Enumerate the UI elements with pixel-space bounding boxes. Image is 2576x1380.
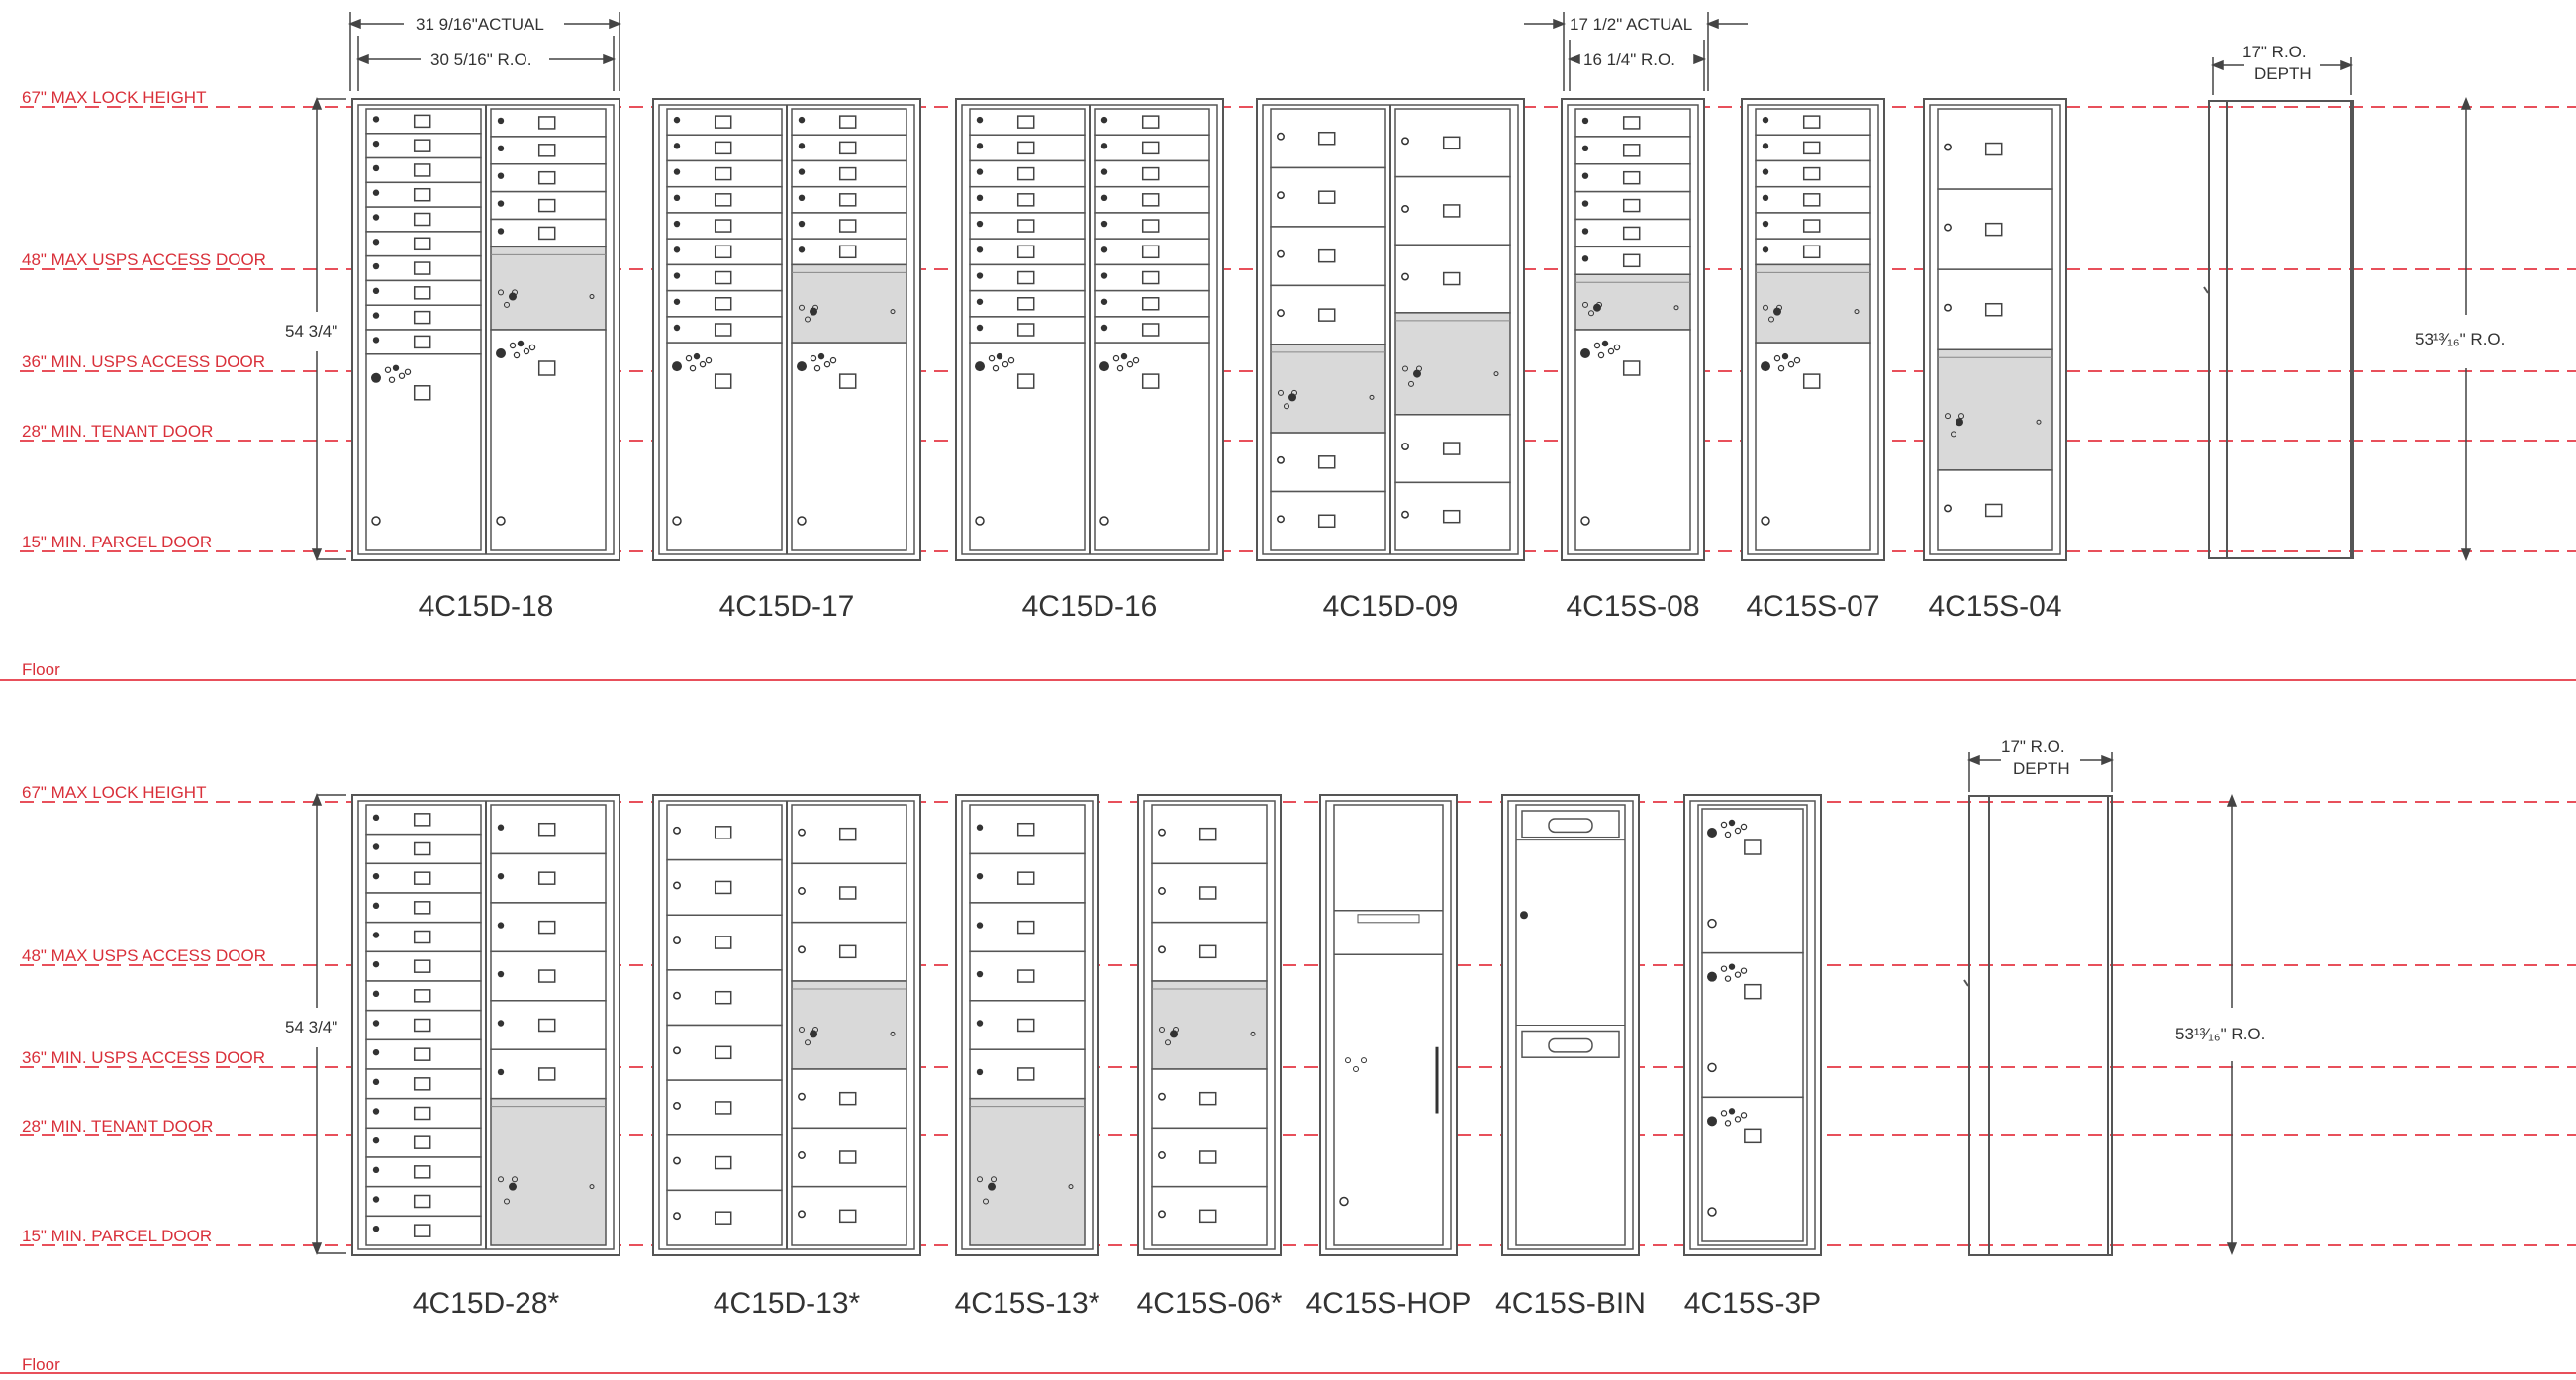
module-label: 4C15S-BIN (1495, 1287, 1646, 1320)
module-4c15d-18 (351, 98, 620, 561)
ref-label-28: 28" MIN. TENANT DOOR (22, 1117, 213, 1135)
dim-height-row1: 54 3/4" (285, 322, 337, 341)
module-label: 4C15D-17 (719, 590, 855, 623)
module-4c15s-07 (1741, 98, 1885, 561)
ref-label-15: 15" MIN. PARCEL DOOR (22, 533, 212, 551)
module-label: 4C15S-08 (1566, 590, 1699, 623)
module-label: 4C15S-13* (955, 1287, 1100, 1320)
dim-single-actual: 17 1/2" ACTUAL (1570, 15, 1692, 34)
ref-label-36: 36" MIN. USPS ACCESS DOOR (22, 1048, 265, 1067)
module-4c15d-16 (955, 98, 1224, 561)
module-label: 4C15D-13* (714, 1287, 861, 1320)
dim-double-actual: 31 9/16"ACTUAL (416, 15, 544, 34)
ref-label-15: 15" MIN. PARCEL DOOR (22, 1227, 212, 1245)
module-label: 4C15S-3P (1684, 1287, 1821, 1320)
module-label: 4C15D-28* (413, 1287, 560, 1320)
module-4c15s-04 (1923, 98, 2067, 561)
dimension-labels: 31 9/16"ACTUAL 30 5/16" R.O. 17 1/2" ACT… (285, 15, 2505, 1043)
module-label: 4C15D-16 (1022, 590, 1158, 623)
floor-label-1: Floor (22, 660, 60, 679)
dim-depth-top-row2: 17" R.O. (2001, 738, 2065, 756)
module-4c15d-17 (652, 98, 921, 561)
module-labels: 4C15D-18 4C15D-17 4C15D-16 4C15D-09 4C15S-08… (413, 590, 2062, 1320)
dim-depth-bottom-row2: DEPTH (2013, 759, 2070, 778)
dim-depth-bottom-row1: DEPTH (2254, 64, 2312, 83)
module-4c15s-13- (955, 794, 1099, 1256)
module-4c15d-28- (351, 794, 620, 1256)
module-4c15d-13- (652, 794, 921, 1256)
mailbox-modules (351, 98, 2067, 1256)
side-elevation-row1 (2203, 100, 2354, 559)
dim-double-ro: 30 5/16" R.O. (430, 50, 531, 69)
ref-label-36: 36" MIN. USPS ACCESS DOOR (22, 352, 265, 371)
module-4c15s-06- (1137, 794, 1282, 1256)
module-4c15s-bin (1501, 794, 1640, 1256)
dim-depth-top-row1: 17" R.O. (2242, 43, 2307, 61)
module-label: 4C15D-18 (419, 590, 554, 623)
module-label: 4C15D-09 (1323, 590, 1459, 623)
side-elevation-row2 (1963, 795, 2113, 1256)
ref-label-28: 28" MIN. TENANT DOOR (22, 422, 213, 441)
dim-side-ro-row2: 53¹³⁄₁₆" R.O. (2175, 1025, 2265, 1043)
module-4c15s-hop (1319, 794, 1458, 1256)
dim-single-ro: 16 1/4" R.O. (1583, 50, 1675, 69)
ref-label-67: 67" MAX LOCK HEIGHT (22, 783, 206, 802)
module-label: 4C15S-06* (1137, 1287, 1283, 1320)
dimension-annotations (311, 12, 2472, 1256)
module-4c15s-3p (1683, 794, 1822, 1256)
module-label: 4C15S-04 (1928, 590, 2061, 623)
module-4c15s-08 (1561, 98, 1705, 561)
module-label: 4C15S-HOP (1306, 1287, 1472, 1320)
module-4c15d-09 (1256, 98, 1525, 561)
ref-label-48: 48" MAX USPS ACCESS DOOR (22, 250, 266, 269)
floor-label-2: Floor (22, 1355, 60, 1374)
ref-label-67: 67" MAX LOCK HEIGHT (22, 88, 206, 107)
dim-height-row2: 54 3/4" (285, 1018, 337, 1036)
dim-side-ro-row1: 53¹³⁄₁₆" R.O. (2415, 330, 2505, 348)
ref-label-48: 48" MAX USPS ACCESS DOOR (22, 946, 266, 965)
module-label: 4C15S-07 (1746, 590, 1879, 623)
